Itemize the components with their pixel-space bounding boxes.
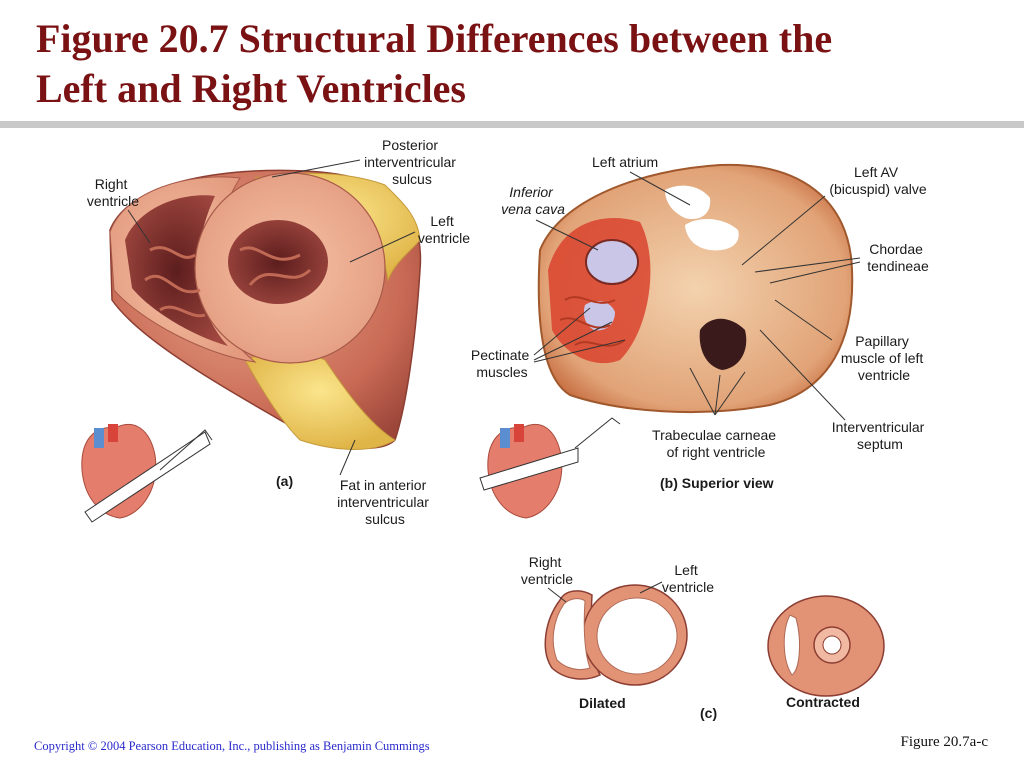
contracted-section	[767, 595, 885, 697]
panel-a: Posterior interventricular sulcus Right …	[81, 137, 470, 527]
left-ventricle-opening	[685, 218, 739, 251]
posterior-sulcus-label: Posterior interventricular sulcus	[364, 137, 460, 187]
septum-label: Interventricular septum	[832, 419, 928, 452]
title-divider	[0, 121, 1024, 128]
right-ventricle-cavity-b	[699, 318, 747, 370]
panel-b-tag: (b) Superior view	[660, 475, 774, 491]
heart-ventricles-figure: Posterior interventricular sulcus Right …	[81, 137, 929, 721]
title-line-2: Left and Right Ventricles	[36, 66, 466, 111]
panel-c-leaders	[547, 581, 663, 603]
figure-reference: Figure 20.7a-c	[900, 734, 988, 750]
title-line-1: Figure 20.7 Structural Differences betwe…	[36, 16, 833, 61]
left-atrium-opening	[665, 185, 711, 220]
right-ventricle-label-c: Right ventricle	[521, 554, 573, 587]
trabeculae-strands-a	[144, 246, 312, 318]
heart-thumbnail-a	[81, 423, 213, 523]
pectinate-strands	[559, 296, 626, 347]
left-ventricle-cavity	[228, 220, 328, 304]
panel-c: Right ventricle Left ventricle Dilated C…	[521, 554, 885, 721]
trabeculae-label: Trabeculae carneae of right ventricle	[652, 427, 780, 460]
dilated-section	[544, 584, 688, 686]
inferior-vena-cava-label: Inferior vena cava	[501, 184, 565, 217]
pectinate-cavity	[583, 300, 615, 331]
heart-thumbnail-b	[479, 417, 621, 519]
copyright-notice: Copyright © 2004 Pearson Education, Inc.…	[34, 739, 430, 753]
chordae-label: Chordae tendineae	[867, 241, 929, 274]
panel-a-tag: (a)	[276, 473, 293, 489]
papillary-label: Papillary muscle of left ventricle	[841, 333, 927, 383]
dilated-label: Dilated	[579, 695, 626, 711]
panel-b: Left atrium Inferior vena cava Left AV (…	[471, 154, 929, 519]
slide-title: Figure 20.7 Structural Differences betwe…	[36, 14, 996, 114]
left-atrium-label: Left atrium	[592, 154, 658, 170]
panel-c-tag: (c)	[700, 705, 717, 721]
left-av-valve-label: Left AV (bicuspid) valve	[829, 164, 926, 197]
left-ventricle-label-c: Left ventricle	[662, 562, 714, 595]
left-ventricle-label-a: Left ventricle	[418, 213, 470, 246]
right-ventricle-label-a: Right ventricle	[87, 176, 139, 209]
panel-b-leaders	[533, 171, 861, 421]
panel-a-leaders	[127, 159, 416, 476]
fat-sulcus-label: Fat in anterior interventricular sulcus	[337, 477, 433, 527]
pectinate-label: Pectinate muscles	[471, 347, 533, 380]
contracted-label: Contracted	[786, 694, 860, 710]
right-ventricle-cavity	[125, 195, 228, 346]
inferior-vena-cava-opening	[585, 239, 639, 285]
